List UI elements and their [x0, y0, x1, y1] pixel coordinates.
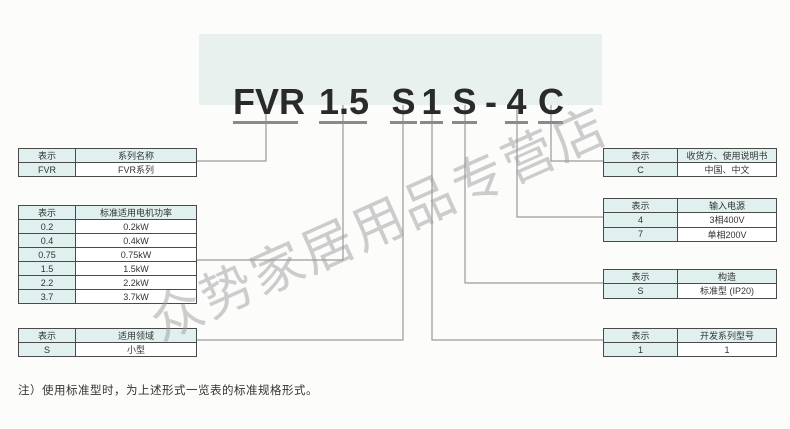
table-cell: 中国、中文	[677, 162, 777, 177]
table-cell: 1	[603, 342, 678, 357]
table-cell: 0.2kW	[75, 219, 197, 234]
table-header-cell: 标准适用电机功率	[75, 205, 197, 220]
table-cell: 3.7kW	[75, 289, 197, 304]
table-cell: 4	[603, 212, 678, 228]
connector-dev-series	[431, 91, 603, 341]
table-header-cell: 系列名称	[75, 148, 197, 163]
table-cell: S	[603, 283, 678, 299]
table-cell: C	[603, 162, 678, 177]
connector-field	[197, 91, 404, 341]
footnote: 注）使用标准型时，为上述形式一览表的标准规格形式。	[18, 385, 318, 397]
table-cell: 0.4	[18, 233, 76, 248]
table-header-cell: 表示	[603, 268, 678, 285]
model-code-segment: FVR	[233, 81, 305, 124]
table-cell: 标准型 (IP20)	[677, 283, 777, 299]
model-code-segment: -	[485, 81, 497, 122]
table-header-cell: 表示	[603, 197, 678, 214]
table-cell: 2.2	[18, 275, 76, 290]
table-header-cell: 表示	[603, 328, 678, 343]
table-cell: 1.5kW	[75, 261, 197, 276]
model-code-segment: 4	[505, 81, 528, 124]
table-cell: FVR	[18, 162, 76, 177]
model-code-segment: S	[390, 81, 417, 124]
table-cell: 1.5	[18, 261, 76, 276]
table-header-cell: 表示	[18, 148, 76, 163]
table-header-cell: 适用领域	[75, 328, 197, 343]
connector-dest	[550, 91, 603, 162]
table-cell: 1	[677, 342, 777, 357]
table-header-cell: 构造	[677, 268, 777, 285]
table-cell: 3.7	[18, 289, 76, 304]
table-header-cell: 表示	[603, 148, 678, 163]
table-cell: 7	[603, 226, 678, 242]
connector-capacity	[197, 91, 344, 261]
table-cell: 小型	[75, 342, 197, 357]
table-cell: S	[18, 342, 76, 357]
table-cell: 3相400V	[677, 212, 777, 228]
model-code-segment: 1	[420, 81, 443, 124]
table-header-cell: 表示	[18, 328, 76, 343]
table-cell: 2.2kW	[75, 275, 197, 290]
table-header-cell: 输入电源	[677, 197, 777, 214]
table-header-cell: 表示	[18, 205, 76, 220]
model-code-segment: S	[452, 81, 477, 124]
connector-structure	[464, 91, 603, 284]
table-header-cell: 开发系列型号	[677, 328, 777, 343]
table-cell: 单相200V	[677, 226, 777, 242]
table-cell: FVR系列	[75, 162, 197, 177]
table-cell: 0.4kW	[75, 233, 197, 248]
connector-power	[516, 91, 603, 218]
table-cell: 0.75kW	[75, 247, 197, 262]
connector-fvr	[197, 91, 267, 162]
model-code-segment: C	[538, 81, 564, 124]
table-header-cell: 收货方、使用说明书	[677, 148, 777, 163]
table-cell: 0.2	[18, 219, 76, 234]
table-cell: 0.75	[18, 247, 76, 262]
model-code-segment: 1.5	[319, 81, 370, 124]
